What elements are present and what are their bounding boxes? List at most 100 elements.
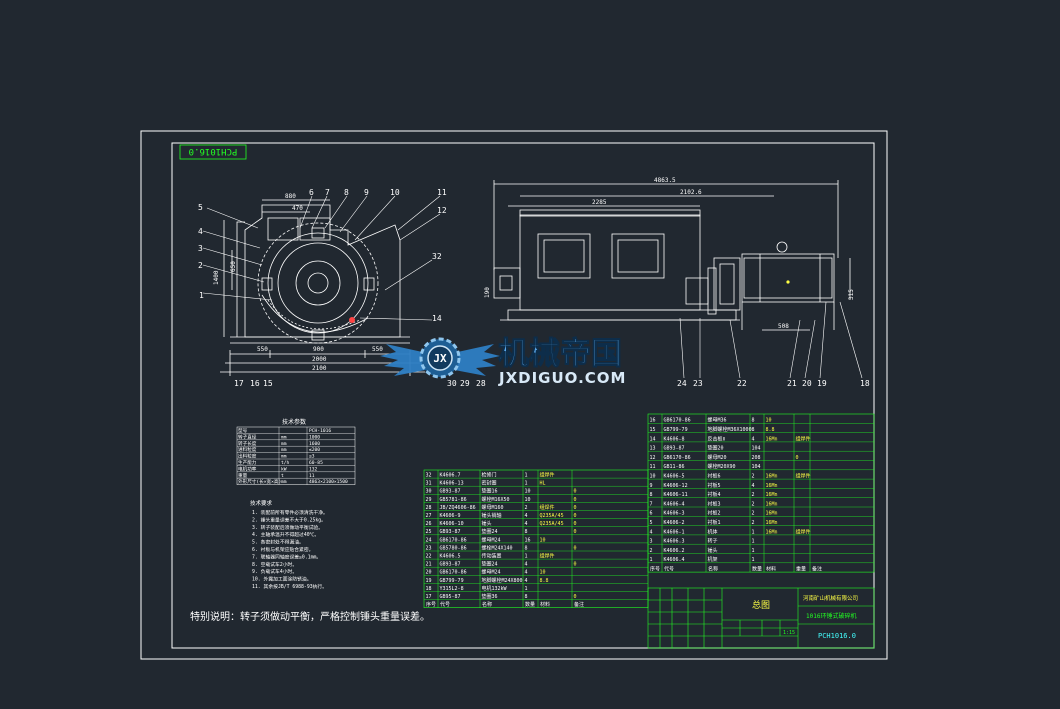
spec-cell: ≤3 <box>309 454 315 460</box>
callout-29: 29 <box>460 379 470 388</box>
bom-cell: 检修门 <box>482 472 497 479</box>
bom-cell: 16Mn <box>766 492 778 498</box>
bom-cell: 0 <box>574 489 577 495</box>
bom-cell: 1 <box>525 481 528 487</box>
bom-cell: 14 <box>650 436 656 442</box>
bom-cell: 5 <box>650 520 653 526</box>
bom-cell: 4 <box>525 578 528 584</box>
bom-cell: 104 <box>752 464 761 470</box>
bom-cell: 4 <box>650 529 653 535</box>
bom-cell: 8 <box>525 594 528 600</box>
bom-cell: 螺栓M20X90 <box>708 463 736 470</box>
callout-22: 22 <box>737 379 747 388</box>
bom-cell: K4606-1 <box>664 529 685 535</box>
callout-16: 16 <box>250 379 260 388</box>
bom-cell: GB799-79 <box>440 578 464 584</box>
spec-cell: t <box>281 473 284 479</box>
bom-cell: 10 <box>525 489 531 495</box>
spec-cell: 电机功率 <box>238 465 257 472</box>
bom-cell: 衬板2 <box>708 510 721 517</box>
bom-cell: K4606-13 <box>440 481 464 487</box>
bom-cell: 组焊件 <box>796 435 811 442</box>
notes-title: 技术要求 <box>250 499 273 507</box>
bom-cell: 锤头 <box>482 520 492 527</box>
bom-cell: 0 <box>574 594 577 600</box>
bom-cell: 24 <box>426 537 432 543</box>
bom-cell: 6 <box>650 511 653 517</box>
dim-650: 650 <box>230 261 237 272</box>
bom-cell: 反击板Ⅱ <box>708 435 725 442</box>
bom-cell: 2 <box>650 548 653 554</box>
bom-cell: 15 <box>650 427 656 433</box>
bom-cell: 8 <box>752 427 755 433</box>
dim-550: 550 <box>257 346 268 353</box>
bom-cell: GB6170-86 <box>664 418 691 424</box>
bom-cell: 4 <box>752 436 755 442</box>
bom-cell: 衬板6 <box>708 473 721 480</box>
bom-cell: 组焊件 <box>540 553 555 560</box>
bom-header-cell: 材料 <box>540 601 550 608</box>
bom-cell: 3 <box>650 539 653 545</box>
spec-cell: mm <box>281 480 287 485</box>
bom-cell: 31 <box>426 481 432 487</box>
bom-cell: 组焊件 <box>796 528 811 535</box>
spec-cell: 1600 <box>309 441 320 447</box>
bom-cell: K4606-11 <box>664 492 688 498</box>
bom-cell: 垫圈24 <box>482 528 498 535</box>
bom-header-cell: 重量 <box>796 566 806 573</box>
bom-cell: 27 <box>426 513 432 519</box>
bom-cell: 4 <box>525 562 528 568</box>
note-line: 6. 衬板与机架应贴合紧密。 <box>252 546 313 553</box>
bom-header-cell: 名称 <box>708 566 718 573</box>
watermark-logo-letters: JX <box>433 352 447 365</box>
bom-cell: 螺栓M16X50 <box>482 496 510 503</box>
bom-cell: 8.8 <box>540 578 549 584</box>
bom-cell: 16Mn <box>766 483 778 489</box>
title-block-name: 总图 <box>752 599 770 611</box>
bom-cell: 螺母M24 <box>482 569 501 576</box>
note-line: 9. 负载试车4小时。 <box>252 568 297 575</box>
bom-cell: GB93-87 <box>440 489 461 495</box>
callout-21: 21 <box>787 379 797 388</box>
bom-cell: 衬板4 <box>708 491 721 498</box>
callout-3: 3 <box>198 244 203 253</box>
special-note: 特别说明：转子须做动平衡，严格控制锤头重量误差。 <box>190 610 430 623</box>
spec-cell: kW <box>281 466 287 472</box>
spec-cell: 11 <box>309 473 315 479</box>
spec-cell: 出料粒度 <box>238 453 257 460</box>
bom-cell: GB93-87 <box>664 446 685 452</box>
bom-cell: 垫圈20 <box>708 445 724 452</box>
note-line: 7. 联轴器同轴度误差≤0.1mm。 <box>252 553 321 560</box>
bom-header-cell: 名称 <box>482 601 492 608</box>
front-view-callouts: 1 2 3 4 5 6 7 8 9 10 11 12 32 14 17 16 1… <box>198 188 486 388</box>
bom-cell: 2 <box>752 520 755 526</box>
bom-cell: 4 <box>525 570 528 576</box>
spec-cell: 重量 <box>238 472 248 479</box>
bom-cell: 组焊件 <box>796 473 811 480</box>
bom-cell: 1 <box>525 473 528 479</box>
bom-cell: K4606.7 <box>440 473 461 479</box>
bom-cell: 22 <box>426 554 432 560</box>
spec-cell: PCH-1016 <box>309 428 331 434</box>
callout-7: 7 <box>325 188 330 197</box>
callout-4: 4 <box>198 227 203 236</box>
bom-cell: Q235A/45 <box>540 513 564 519</box>
dim-550b: 550 <box>372 346 383 353</box>
bom-cell: K4606-4 <box>664 501 685 507</box>
bom-cell: 2 <box>752 501 755 507</box>
bom-cell: GB5781-86 <box>440 497 467 503</box>
watermark-en: JXDIGUO.COM <box>498 369 626 387</box>
bom-cell: 20 <box>426 570 432 576</box>
bom-cell: 16Mn <box>766 474 778 480</box>
bom-cell: HL <box>540 481 546 487</box>
bom-cell: K4606.5 <box>440 554 461 560</box>
bom-cell: 衬板1 <box>708 519 721 526</box>
bom-cell: GB6170-86 <box>440 570 467 576</box>
bom-cell: 16Mn <box>766 520 778 526</box>
callout-11: 11 <box>437 188 447 197</box>
rotated-code-text: PCH1016.0 <box>189 146 238 156</box>
title-block <box>647 587 875 649</box>
callout-32: 32 <box>432 252 442 261</box>
